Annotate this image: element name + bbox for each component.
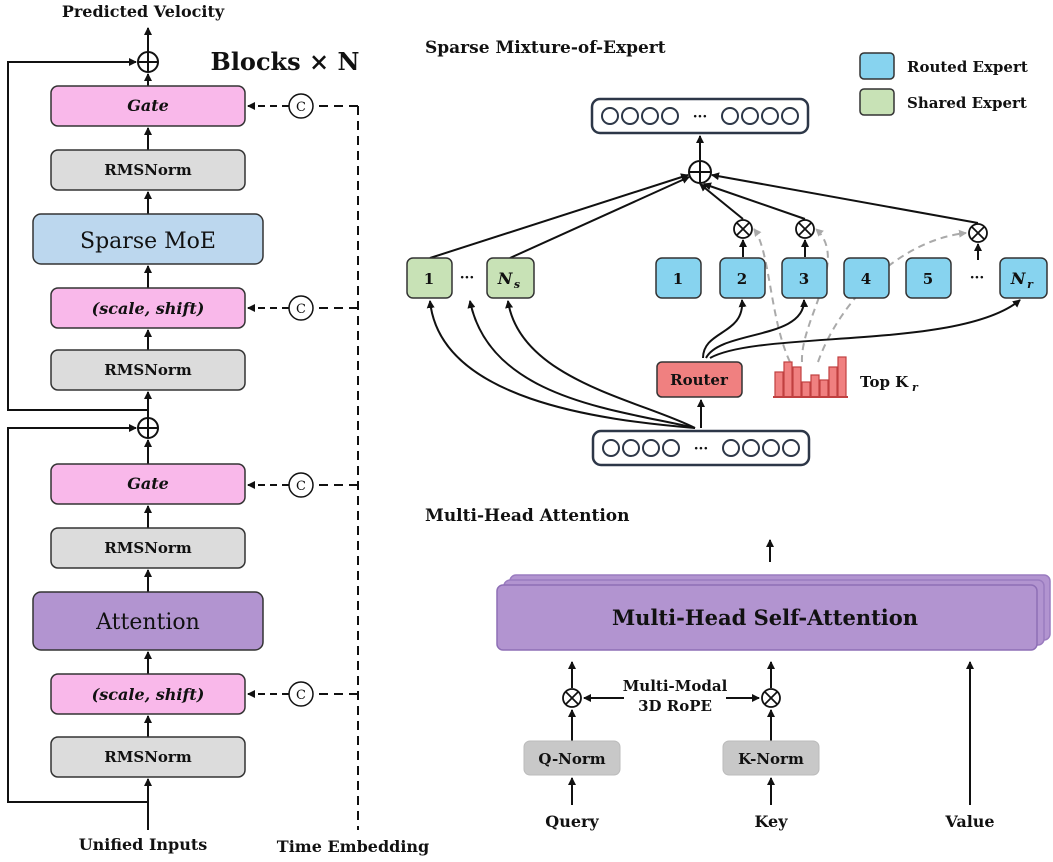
- multiply-icon: [562, 688, 582, 708]
- routed-expert-4: [843, 257, 890, 299]
- mha-main-label: Multi-Head Self-Attention: [612, 605, 918, 630]
- shared-ellipsis: ···: [460, 270, 475, 286]
- routed-expert-5: [905, 257, 952, 299]
- routed-expert-nr: [999, 257, 1048, 299]
- k-norm-box: [722, 740, 820, 776]
- routed-expert-2: [719, 257, 766, 299]
- input-label: Unified Inputs: [79, 835, 208, 854]
- time-branch-1: C: [247, 93, 358, 119]
- legend-routed-swatch: [859, 52, 895, 80]
- rmsnorm-label-1: RMSNorm: [104, 161, 192, 179]
- router-box: [656, 361, 743, 398]
- key-label: Key: [754, 812, 788, 831]
- multiply-icon: [733, 219, 753, 239]
- scale-shift-box-top: [50, 287, 246, 329]
- time-branch-4: C: [247, 681, 358, 707]
- router-label: Router: [670, 371, 729, 389]
- svg-text:C: C: [296, 688, 306, 703]
- value-label: Value: [944, 812, 994, 831]
- gate-box-bottom: [50, 463, 246, 505]
- svg-text:N: N: [497, 269, 514, 288]
- q-norm-label: Q-Norm: [538, 750, 605, 768]
- multiply-icon: [761, 688, 781, 708]
- query-label: Query: [545, 812, 599, 831]
- gate-label-top: Gate: [127, 96, 169, 115]
- legend-shared-label: Shared Expert: [907, 94, 1027, 112]
- topk-histogram: [774, 356, 847, 398]
- rmsnorm-box-2: [50, 349, 246, 391]
- svg-text:1: 1: [424, 270, 434, 288]
- svg-text:···: ···: [693, 109, 708, 125]
- mha-main-box: [496, 584, 1038, 651]
- blocks-title: Blocks × N: [211, 47, 360, 76]
- svg-text:C: C: [296, 479, 306, 494]
- scale-shift-label-bottom: (scale, shift): [92, 685, 205, 704]
- sparse-moe-label: Sparse MoE: [80, 229, 216, 254]
- multiply-icon: [968, 223, 988, 243]
- svg-text:5: 5: [923, 270, 933, 288]
- svg-text:3: 3: [799, 270, 809, 288]
- svg-text:1: 1: [673, 270, 683, 288]
- svg-text:N: N: [1010, 269, 1027, 288]
- rope-label-line2: 3D RoPE: [638, 697, 712, 715]
- q-norm-box: [523, 740, 621, 776]
- svg-text:···: ···: [694, 441, 709, 457]
- rmsnorm-box-3: [50, 527, 246, 569]
- scale-shift-label-top: (scale, shift): [92, 299, 205, 318]
- rmsnorm-label-3: RMSNorm: [104, 539, 192, 557]
- time-branch-2: C: [247, 295, 358, 321]
- moe-input-tokens: ···: [591, 429, 811, 467]
- shared-expert-1: [406, 257, 453, 299]
- time-branch-3: C: [247, 472, 358, 498]
- svg-text:r: r: [1027, 278, 1034, 291]
- rmsnorm-label-4: RMSNorm: [104, 748, 192, 766]
- attention-label: Attention: [95, 610, 200, 635]
- scale-shift-box-bottom: [50, 673, 246, 715]
- attention-box: [32, 591, 264, 651]
- multiply-icon: [795, 219, 815, 239]
- svg-text:4: 4: [861, 270, 871, 288]
- mha-title: Multi-Head Attention: [425, 506, 629, 526]
- routed-ellipsis: ···: [970, 270, 985, 286]
- rmsnorm-box-4: [50, 736, 246, 778]
- output-label: Predicted Velocity: [62, 2, 225, 21]
- topk-label: Top K: [860, 373, 909, 391]
- time-embedding-label: Time Embedding: [277, 837, 429, 856]
- k-norm-label: K-Norm: [738, 750, 804, 768]
- shared-expert-ns: [486, 257, 535, 299]
- svg-text:C: C: [296, 302, 306, 317]
- legend-routed-label: Routed Expert: [907, 58, 1028, 76]
- gate-label-bottom: Gate: [127, 474, 169, 493]
- rmsnorm-box-1: [50, 149, 246, 191]
- svg-text:s: s: [514, 278, 520, 291]
- moe-output-tokens: ···: [590, 97, 810, 135]
- routed-expert-3: [781, 257, 828, 299]
- svg-text:r: r: [912, 381, 919, 394]
- rmsnorm-label-2: RMSNorm: [104, 361, 192, 379]
- svg-text:C: C: [296, 100, 306, 115]
- rope-label-line1: Multi-Modal: [623, 677, 728, 695]
- gate-box-top: [50, 85, 246, 127]
- sparse-moe-box: [32, 213, 264, 265]
- svg-text:2: 2: [737, 270, 747, 288]
- moe-title: Sparse Mixture-of-Expert: [425, 38, 666, 58]
- routed-expert-1: [655, 257, 702, 299]
- legend-shared-swatch: [859, 88, 895, 116]
